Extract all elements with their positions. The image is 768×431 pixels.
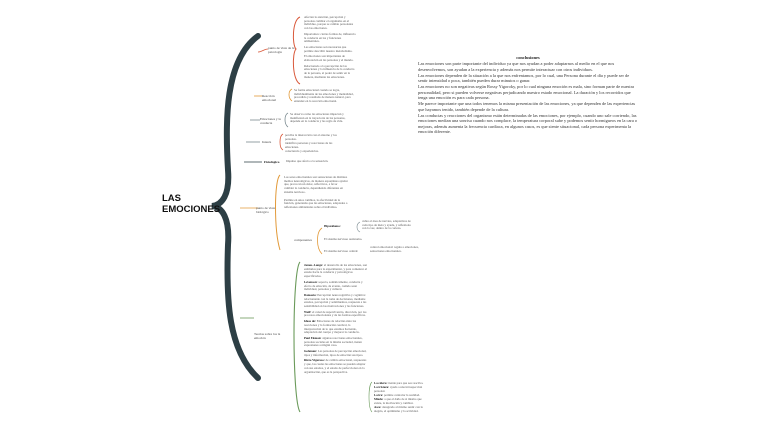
theory-item: Goleman: Las personas de percepción emoc… — [304, 349, 367, 357]
conclusions-heading: conclusiones — [516, 55, 540, 60]
emotion-item: La tristeza: ayuda a una introspección p… — [374, 385, 423, 393]
theory-item: James–Lange: el desarrollo de las emocio… — [304, 263, 367, 279]
theory-item: Wolf: el canal de supervivencia, direcci… — [304, 309, 367, 318]
connector-b1 — [257, 48, 269, 53]
components-label: componentes — [294, 238, 312, 242]
bracket-b6 — [275, 174, 281, 251]
branch-physiological-text: Impulso que afecta a la sensación. — [286, 159, 329, 163]
branch-interest-items: percibe la interacción con el entorno y … — [285, 133, 345, 154]
branch-reaction-label: Reacción emocional — [262, 94, 277, 102]
list-item: Los seres emocionales son sensaciones de… — [284, 175, 348, 194]
list-item: identifica personas y reacciones de las … — [285, 140, 333, 149]
list-item: percibe la interacción con el entorno y … — [285, 133, 337, 141]
basic-emotions-list: La cólera: tiende para que sea reactiva.… — [374, 381, 430, 414]
branch-biology-label: punto de vista biológico — [256, 206, 276, 214]
emotion-item: La cólera: tiende para que sea reactiva. — [374, 381, 424, 385]
emotion-item: La ira: permite controlar la realidad. — [374, 393, 420, 398]
bracket-b1 — [292, 16, 301, 85]
list-item: El emociones son importantes de elaborac… — [304, 54, 354, 63]
component-central-extra: control emocional: regula a emociones, s… — [370, 245, 419, 253]
conclusion-paragraph: Las emociones son parte importante del i… — [418, 61, 615, 72]
branch-conduct-text: Se observa como las emociones impactan y… — [290, 112, 346, 124]
branch-psychology-label: punto de vista de la psicología — [268, 46, 295, 54]
bracket-b6-comp — [317, 227, 323, 255]
conclusions-note: conclusiones Las emociones son parte imp… — [418, 55, 638, 135]
main-bracket — [211, 33, 261, 381]
branch-theories-label: Teorías sobre los la emoción — [254, 332, 281, 340]
component-hypothalamus-title: Hipotálamo: — [324, 224, 341, 228]
branch-reaction-text: Se forma emocional cuando se logra, indi… — [294, 88, 354, 104]
conclusion-paragraph: Las emociones no son negativas según Ros… — [418, 84, 634, 101]
list-item: Importantes: ciertas formas de, influenc… — [304, 31, 356, 44]
list-item: consciencia y experiencias. — [285, 148, 319, 153]
emotion-item: Miedo: a que el daño de sí mismo que exi… — [374, 397, 422, 406]
component-hypothalamus: Hipotálamo: — [324, 224, 358, 229]
theory-item: Levenson: soporta, somáticamente, conduc… — [304, 279, 363, 292]
theory-item: Paul Ekman: algunas reacciones emocional… — [304, 335, 363, 348]
theory-item: Rizzo Vigoroso: de cambio emocional, res… — [304, 358, 367, 374]
list-item: Permite en unos cambios, la efectividad … — [284, 197, 348, 209]
conclusion-paragraph: Me parece importante que una todos tenem… — [418, 101, 636, 112]
list-item: Las emociones son necesarias que permite… — [304, 44, 353, 53]
conclusion-paragraph: Las conductas y reacciones del organismo… — [418, 112, 638, 134]
conclusion-paragraph: Las emociones dependen de la situación a… — [418, 72, 630, 84]
list-item: Relacionado a la percepción de las emoci… — [304, 63, 355, 79]
theory-item: Damasio: Percepción neurocognitiva y cog… — [304, 292, 367, 309]
list-item: Afectan la atención, percepción y person… — [304, 15, 354, 31]
branch-conduct-label: Emociones y la conducta — [260, 117, 281, 125]
bracket-b2 — [288, 88, 293, 102]
bracket-b7-sub — [368, 381, 373, 413]
bracket-b7 — [293, 261, 301, 413]
component-central: El sistema nervioso central: — [324, 249, 359, 253]
theory-item: Ideas de: Emociones de relación entre la… — [304, 319, 360, 335]
bracket-b6-sub — [356, 221, 361, 233]
emotion-item: Asco: desagrado al mismo sentir con la a… — [374, 405, 423, 413]
bracket-b3 — [284, 112, 289, 128]
branch-theories-items: James–Lange: el desarrollo de las emocio… — [304, 263, 368, 376]
branch-physiological-label: Fisiológico — [264, 160, 280, 164]
branch-biology-items: Los seres emocionales son sensaciones de… — [284, 175, 348, 212]
branch-psychology-items: Afectan la atención, percepción y person… — [304, 15, 356, 82]
bracket-b4 — [279, 133, 284, 151]
branch-interest-label: Interés — [262, 140, 272, 144]
component-hypothalamus-text: cubre el área de nervios, adaptativos de… — [362, 219, 411, 231]
component-autonomic: El sistema nervioso autónomo. — [324, 237, 363, 241]
